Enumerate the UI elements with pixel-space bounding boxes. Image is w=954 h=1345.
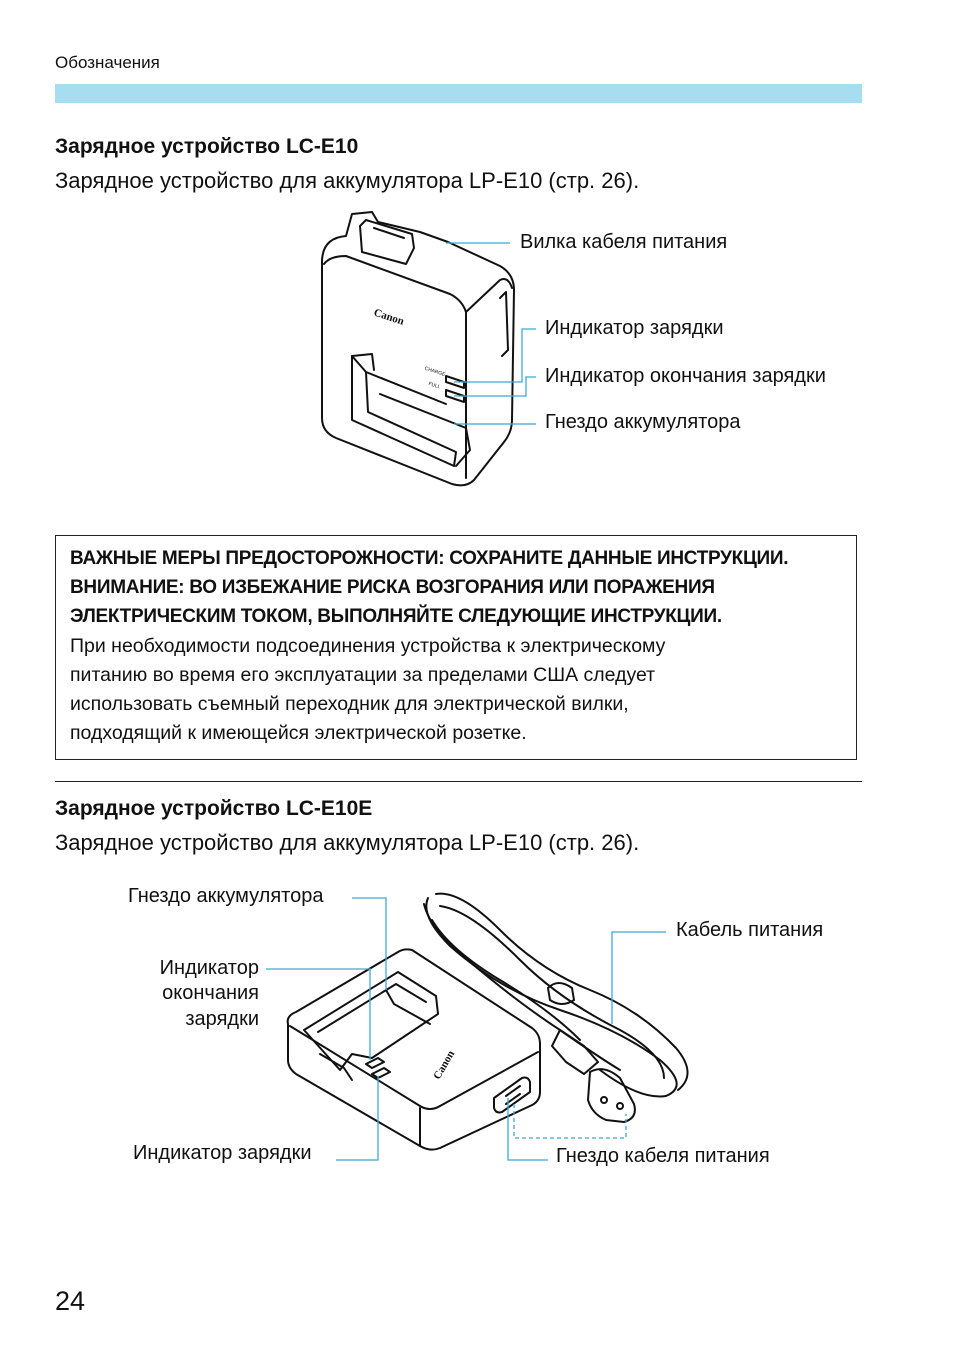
- callout-battery-slot: Гнездо аккумулятора: [545, 411, 741, 433]
- charger1-title: Зарядное устройство LC-E10: [55, 135, 359, 158]
- warning-body-line-1: При необходимости подсоединения устройст…: [70, 635, 666, 657]
- warning-box: ВАЖНЫЕ МЕРЫ ПРЕДОСТОРОЖНОСТИ: СОХРАНИТЕ …: [55, 535, 857, 760]
- warning-heading-line-2: ВНИМАНИЕ: ВО ИЗБЕЖАНИЕ РИСКА ВОЗГОРАНИЯ …: [70, 577, 715, 598]
- section-label: Обозначения: [55, 53, 160, 72]
- charger2-brand-logo: Canon: [431, 1049, 457, 1082]
- warning-body-line-2: питанию во время его эксплуатации за пре…: [70, 664, 656, 686]
- charger1-full-label: FULL: [428, 381, 442, 391]
- charger2-title: Зарядное устройство LC-E10E: [55, 797, 373, 820]
- callout-plug: Вилка кабеля питания: [520, 231, 728, 253]
- charger2-description: Зарядное устройство для аккумулятора LP-…: [55, 830, 640, 855]
- callout2-charge-lamp: Индикатор зарядки: [133, 1142, 312, 1164]
- callout2-power-cable: Кабель питания: [676, 919, 824, 941]
- charger1-description: Зарядное устройство для аккумулятора LP-…: [55, 168, 640, 193]
- callout2-full-lamp-line-3: зарядки: [185, 1008, 259, 1030]
- callout2-full-lamp-line-2: окончания: [162, 982, 259, 1004]
- warning-heading-line-3: ЭЛЕКТРИЧЕСКИМ ТОКОМ, ВЫПОЛНЯЙТЕ СЛЕДУЮЩИ…: [70, 606, 722, 627]
- callout-charge-lamp: Индикатор зарядки: [545, 317, 724, 339]
- callout2-full-lamp-line-1: Индикатор: [159, 957, 259, 979]
- section-divider: [55, 781, 862, 782]
- header-bar: [55, 84, 862, 103]
- callout-full-lamp: Индикатор окончания зарядки: [545, 365, 826, 387]
- callout2-battery-slot: Гнездо аккумулятора: [128, 885, 324, 907]
- callout2-power-socket: Гнездо кабеля питания: [556, 1145, 770, 1167]
- warning-body-line-4: подходящий к имеющейся электрической роз…: [70, 722, 527, 744]
- warning-heading-line-1: ВАЖНЫЕ МЕРЫ ПРЕДОСТОРОЖНОСТИ: СОХРАНИТЕ …: [70, 548, 789, 569]
- warning-body-line-3: использовать съемный переходник для элек…: [70, 693, 629, 715]
- page-number: 24: [55, 1286, 86, 1316]
